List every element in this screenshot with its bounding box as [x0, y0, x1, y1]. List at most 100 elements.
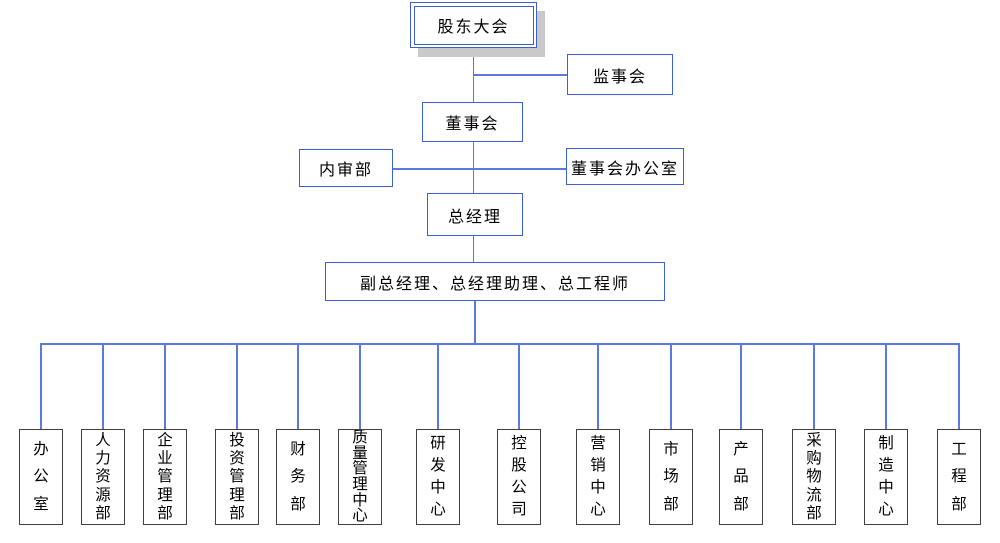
- dept-char: 务: [290, 467, 306, 486]
- dept-box-5: 财务部: [276, 429, 320, 525]
- dept-char: 理: [157, 485, 173, 504]
- node-deputy-row-label: 副总经理、总经理助理、总工程师: [359, 273, 630, 293]
- node-board-of-directors-label: 董事会: [445, 114, 500, 133]
- dept-char: 市: [663, 439, 679, 458]
- connector-gm-deputy: [472, 235, 474, 263]
- dept-box-1: 办公室: [19, 429, 63, 525]
- dept-char: 中: [590, 478, 606, 497]
- dept-char: 部: [229, 503, 245, 522]
- dept-char: 工: [951, 439, 967, 458]
- connector-board-gm: [472, 141, 474, 194]
- dept-char: 部: [806, 503, 822, 522]
- dept-box-13: 制造中心: [864, 429, 908, 525]
- dept-box-9: 营销中心: [576, 429, 620, 525]
- connector-dept-2: [102, 343, 104, 429]
- connector-dept-1: [40, 343, 42, 429]
- dept-char: 程: [951, 467, 967, 486]
- dept-box-6: 质量管理中心: [338, 429, 382, 525]
- node-general-manager-label: 总经理: [447, 206, 502, 226]
- dept-char: 量: [352, 443, 368, 462]
- dept-char: 办: [33, 439, 49, 458]
- connector-dept-6: [359, 343, 361, 429]
- dept-char: 造: [878, 456, 894, 475]
- dept-char: 公: [33, 467, 49, 486]
- dept-char: 中: [430, 478, 446, 497]
- node-shareholders-meeting: 股东大会: [410, 2, 537, 48]
- dept-char: 资: [229, 449, 245, 467]
- connector-dept-4: [236, 343, 238, 429]
- dept-box-8: 控股公司: [497, 429, 541, 525]
- dept-char: 股: [511, 456, 527, 475]
- dept-char: 管: [352, 459, 368, 478]
- dept-char: 理: [352, 475, 368, 494]
- connector-deputy-bus: [474, 300, 476, 344]
- dept-char: 业: [157, 449, 173, 467]
- connector-dept-7: [437, 343, 439, 429]
- dept-char: 部: [157, 503, 173, 522]
- node-general-manager: 总经理: [427, 193, 523, 236]
- connector-dept-11: [740, 343, 742, 429]
- dept-char: 产: [733, 439, 749, 458]
- dept-char: 公: [511, 478, 527, 497]
- dept-char: 采: [806, 430, 822, 449]
- connector-dept-8: [518, 343, 520, 429]
- node-board-of-directors: 董事会: [422, 102, 523, 142]
- dept-box-7: 研发中心: [416, 429, 460, 525]
- dept-char: 营: [590, 434, 606, 453]
- connector-dept-5: [297, 343, 299, 429]
- dept-box-14: 工程部: [937, 429, 981, 525]
- node-shareholders-meeting-label: 股东大会: [413, 5, 534, 45]
- connector-dept-9: [597, 343, 599, 429]
- dept-char: 流: [806, 485, 822, 504]
- dept-box-2: 人力资源部: [81, 429, 125, 525]
- dept-char: 投: [229, 430, 245, 449]
- dept-char: 场: [663, 467, 679, 486]
- connector-audit-office: [393, 168, 567, 170]
- node-deputy-row: 副总经理、总经理助理、总工程师: [325, 262, 665, 301]
- dept-char: 源: [95, 485, 111, 504]
- node-supervisory-board: 监事会: [567, 54, 673, 95]
- node-board-office-label: 董事会办公室: [570, 158, 679, 178]
- dept-box-4: 投资管理部: [215, 429, 259, 525]
- connector-dept-3: [164, 343, 166, 429]
- dept-char: 制: [878, 434, 894, 453]
- connector-dept-13: [885, 343, 887, 429]
- dept-char: 中: [878, 478, 894, 497]
- dept-char: 心: [590, 500, 606, 519]
- dept-char: 心: [430, 500, 446, 519]
- dept-char: 管: [229, 467, 245, 486]
- dept-char: 财: [290, 439, 306, 458]
- dept-box-12: 采购物流部: [792, 429, 836, 525]
- node-internal-audit: 内审部: [299, 149, 393, 187]
- dept-box-3: 企业管理部: [143, 429, 187, 525]
- dept-char: 企: [157, 430, 173, 449]
- dept-char: 部: [290, 494, 306, 513]
- connector-dept-12: [813, 343, 815, 429]
- dept-box-10: 市场部: [649, 429, 693, 525]
- dept-char: 部: [951, 494, 967, 513]
- dept-char: 资: [95, 467, 111, 486]
- dept-char: 部: [95, 503, 111, 522]
- dept-char: 人: [95, 430, 111, 449]
- dept-char: 部: [733, 494, 749, 513]
- dept-char: 品: [733, 467, 749, 486]
- dept-char: 质: [352, 429, 368, 447]
- dept-box-11: 产品部: [719, 429, 763, 525]
- connector-branch-supervisory: [473, 74, 568, 76]
- dept-char: 心: [352, 506, 368, 525]
- dept-char: 力: [95, 449, 111, 467]
- dept-char: 发: [430, 456, 446, 475]
- connector-bus: [40, 343, 960, 345]
- connector-dept-14: [958, 343, 960, 429]
- node-supervisory-board-label: 监事会: [592, 66, 647, 86]
- connector-dept-10: [670, 343, 672, 429]
- dept-char: 购: [806, 449, 822, 467]
- dept-char: 销: [590, 456, 606, 475]
- dept-char: 理: [229, 485, 245, 504]
- dept-char: 心: [878, 500, 894, 519]
- node-board-office: 董事会办公室: [566, 148, 684, 185]
- dept-char: 物: [806, 467, 822, 486]
- dept-char: 司: [511, 500, 527, 519]
- dept-char: 管: [157, 467, 173, 486]
